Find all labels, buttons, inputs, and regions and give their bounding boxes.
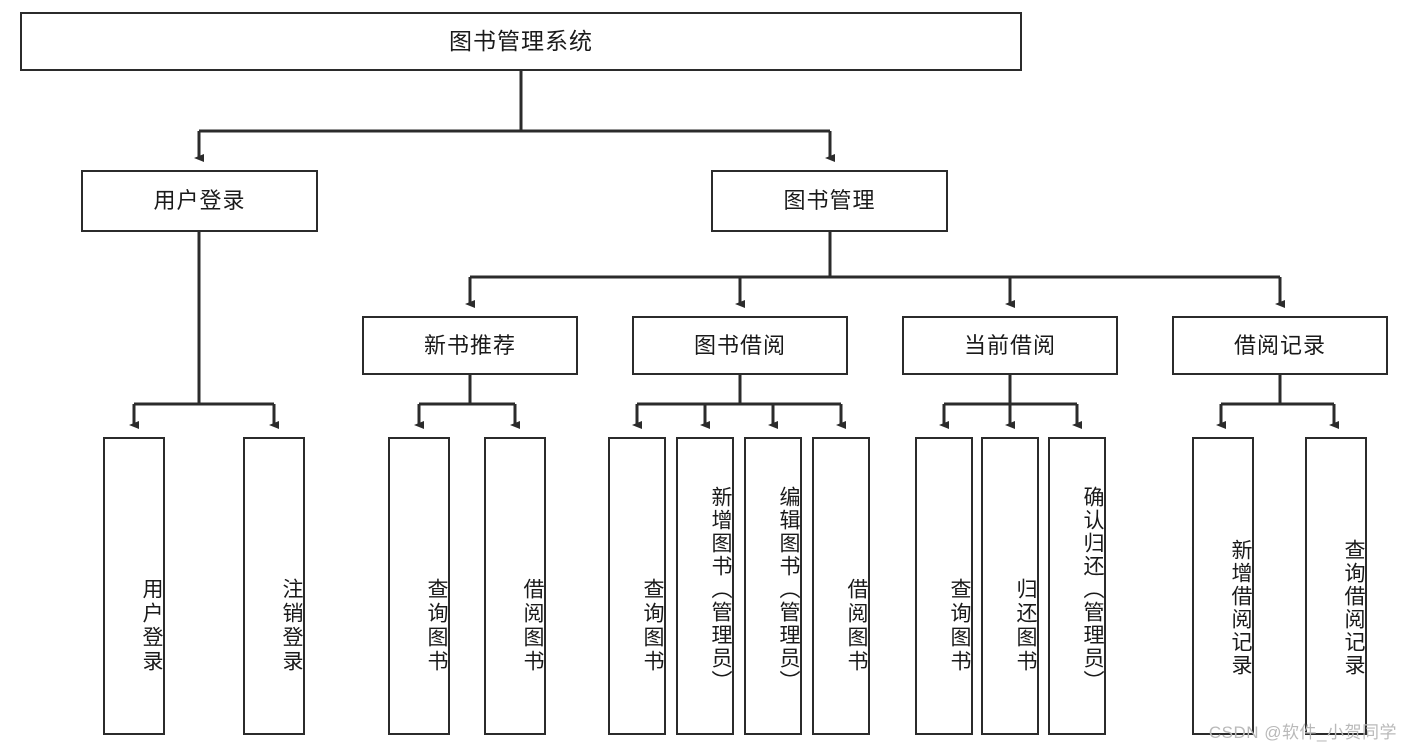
leaf-current-query-book[interactable]: 查询图书 bbox=[915, 437, 973, 735]
leaf-borrow-query-book[interactable]: 查询图书 bbox=[608, 437, 666, 735]
leaf-borrow-add-book-admin[interactable]: 新增图书（管理员） bbox=[676, 437, 734, 735]
leaf-current-confirm-return-admin[interactable]: 确认归还（管理员） bbox=[1048, 437, 1106, 735]
node-user-login[interactable]: 用户登录 bbox=[81, 170, 318, 232]
node-book-management[interactable]: 图书管理 bbox=[711, 170, 948, 232]
leaf-record-add-record[interactable]: 新增借阅记录 bbox=[1192, 437, 1254, 735]
leaf-current-return-book[interactable]: 归还图书 bbox=[981, 437, 1039, 735]
node-borrow-record[interactable]: 借阅记录 bbox=[1172, 316, 1388, 375]
csdn-watermark: CSDN @软件_小贺同学 bbox=[1208, 723, 1397, 742]
leaf-borrow-edit-book-admin[interactable]: 编辑图书（管理员） bbox=[744, 437, 802, 735]
node-new-book-recommend[interactable]: 新书推荐 bbox=[362, 316, 578, 375]
leaf-new-book-borrow-book[interactable]: 借阅图书 bbox=[484, 437, 546, 735]
leaf-user-login-signout[interactable]: 注销登录 bbox=[243, 437, 305, 735]
leaf-record-query-record[interactable]: 查询借阅记录 bbox=[1305, 437, 1367, 735]
leaf-user-login-signin[interactable]: 用户登录 bbox=[103, 437, 165, 735]
node-root-system[interactable]: 图书管理系统 bbox=[20, 12, 1022, 71]
node-book-borrow[interactable]: 图书借阅 bbox=[632, 316, 848, 375]
leaf-borrow-borrow-book[interactable]: 借阅图书 bbox=[812, 437, 870, 735]
node-current-borrow[interactable]: 当前借阅 bbox=[902, 316, 1118, 375]
leaf-new-book-query-book[interactable]: 查询图书 bbox=[388, 437, 450, 735]
